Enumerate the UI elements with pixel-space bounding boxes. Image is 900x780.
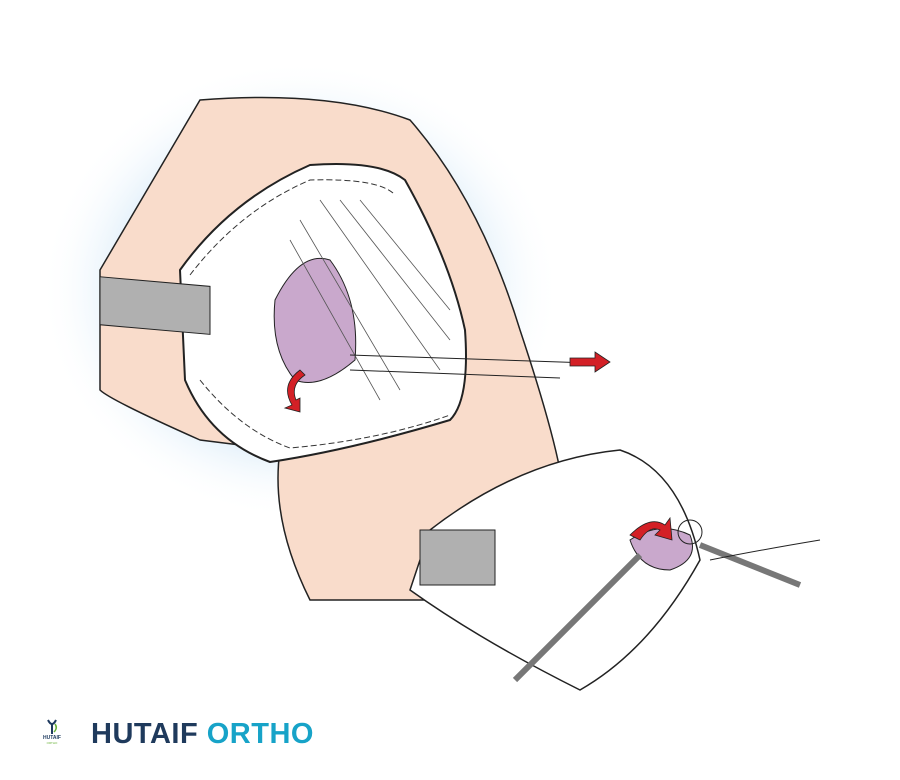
brand-name-part1: HUTAIF bbox=[91, 718, 199, 750]
logo-icon: HUTAIF ORTHO bbox=[40, 718, 64, 748]
logo-subtext: ORTHO bbox=[46, 741, 58, 745]
logo-text: HUTAIF bbox=[43, 735, 61, 741]
arrow-right bbox=[569, 351, 611, 373]
brand-logo: HUTAIF ORTHO bbox=[40, 718, 64, 748]
brand-name: HUTAIF ORTHO bbox=[91, 718, 314, 751]
muscle-upper bbox=[273, 257, 357, 383]
brand-name-part2: ORTHO bbox=[206, 718, 314, 750]
arrow-curved-lower bbox=[629, 516, 673, 541]
fat-border bbox=[189, 179, 451, 449]
scissors bbox=[512, 552, 643, 683]
retractor-lower bbox=[419, 529, 496, 586]
retractor-upper bbox=[99, 276, 211, 335]
surgical-illustration bbox=[40, 60, 821, 691]
arrow-curved-upper bbox=[283, 369, 306, 413]
lower-incision bbox=[409, 449, 701, 691]
